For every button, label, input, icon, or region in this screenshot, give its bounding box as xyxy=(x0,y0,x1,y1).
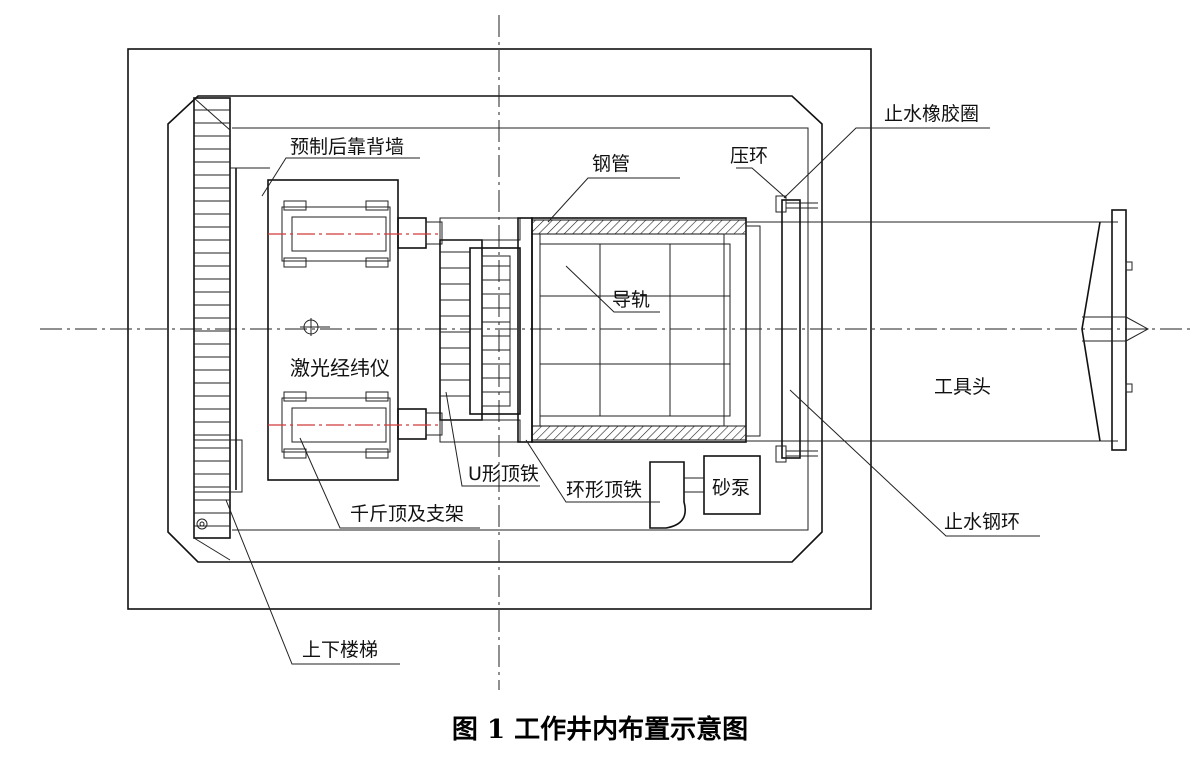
u-jack-iron xyxy=(439,217,521,443)
water-stop-steel-ring xyxy=(775,195,818,463)
guide-rail xyxy=(539,243,731,417)
figure-caption: 图 1 工作井内布置示意图 xyxy=(452,714,748,745)
label-tool-head: 工具头 xyxy=(934,376,991,398)
pit-inner-wall-offset xyxy=(232,127,809,531)
rear-back-wall xyxy=(230,167,270,490)
sand-pump xyxy=(649,455,761,529)
lower-jack xyxy=(268,391,443,459)
jack-frame-block xyxy=(267,179,399,481)
label-pressure-ring: 压环 xyxy=(730,145,768,167)
tool-head xyxy=(1081,209,1150,451)
label-steel-pipe: 钢管 xyxy=(592,153,630,175)
label-ring-jack-iron: 环形顶铁 xyxy=(566,479,642,501)
label-rubber-seal: 止水橡胶圈 xyxy=(884,103,979,125)
label-jack-and-frame: 千斤顶及支架 xyxy=(350,503,464,525)
label-u-jack-iron: U形顶铁 xyxy=(468,463,539,485)
laser-theodolite-symbol xyxy=(300,318,330,336)
label-sand-pump: 砂泵 xyxy=(712,477,750,499)
label-laser-theodolite: 激光经纬仪 xyxy=(290,356,390,380)
stairs xyxy=(193,97,243,561)
upper-jack xyxy=(268,200,443,268)
steel-pipe xyxy=(531,217,747,443)
label-rear-wall: 预制后靠背墙 xyxy=(290,136,404,158)
leader-lines xyxy=(225,127,1040,665)
label-guide-rail: 导轨 xyxy=(612,289,650,311)
label-stairs: 上下楼梯 xyxy=(302,639,378,661)
pit-inner-wall xyxy=(167,95,823,563)
label-water-stop-ring: 止水钢环 xyxy=(944,511,1020,533)
pipe-end-flange xyxy=(745,225,761,437)
